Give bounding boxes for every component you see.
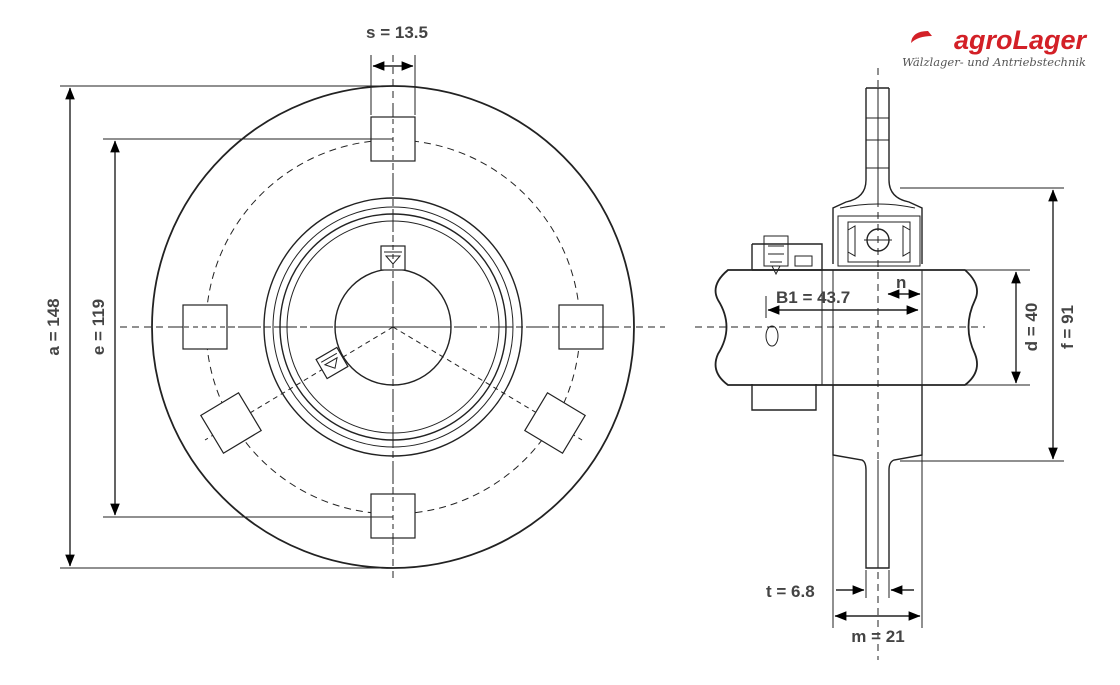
dimension-f: f = 91 — [900, 187, 1077, 462]
logo-name: agroLager — [954, 25, 1088, 55]
dimension-n: n — [887, 273, 921, 299]
dimension-d: d = 40 — [960, 269, 1041, 386]
dimension-s-label: s = 13.5 — [366, 23, 428, 42]
dimension-e: e = 119 — [89, 138, 393, 518]
dimension-t: t = 6.8 — [766, 570, 914, 601]
flange-tab-top — [832, 88, 867, 264]
dimension-m-label: m = 21 — [851, 627, 904, 646]
side-view — [695, 68, 985, 660]
brand-logo: agroLager Wälzlager- und Antriebstechnik — [902, 25, 1087, 69]
logo-tagline: Wälzlager- und Antriebstechnik — [902, 55, 1086, 69]
front-view — [120, 55, 665, 580]
dimension-s: s = 13.5 — [366, 23, 428, 115]
logo-swoosh — [911, 31, 932, 43]
dimension-f-label: f = 91 — [1058, 305, 1077, 349]
mounting-hole-lower-right — [523, 391, 587, 455]
dimension-d-label: d = 40 — [1022, 303, 1041, 352]
dimension-b1-label: B1 = 43.7 — [776, 288, 850, 307]
dimension-a: a = 148 — [44, 85, 393, 569]
dimension-e-label: e = 119 — [89, 299, 108, 355]
locking-collar — [751, 235, 823, 411]
set-screw-angled — [315, 346, 349, 380]
dimension-n-label: n — [896, 273, 906, 292]
dimension-m: m = 21 — [832, 455, 923, 646]
mounting-hole-lower-left — [199, 391, 263, 455]
dimension-a-label: a = 148 — [44, 298, 63, 355]
dimension-t-label: t = 6.8 — [766, 582, 815, 601]
dimension-b1: B1 = 43.7 — [765, 288, 919, 318]
bearing-insert — [837, 215, 921, 267]
